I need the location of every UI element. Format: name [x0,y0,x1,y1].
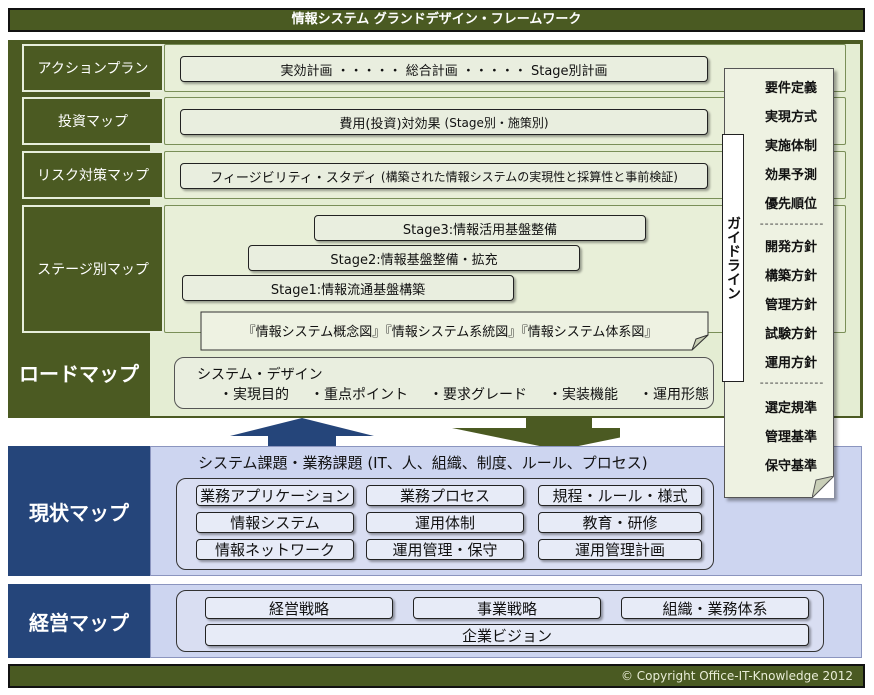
action-plan-content: 実効計画 ・・・・・ 総合計画 ・・・・・ Stage別計画 [180,56,708,82]
management-cell: 組織・業務体系 [621,597,809,619]
investment-map-label: 投資マップ [22,97,164,145]
risk-sub: (構築された情報システムの実現性と採算性と事前検証) [380,169,678,184]
concept-note-text: 『情報システム概念図』『情報システム系統図』『情報システム体系図』 [242,324,658,340]
current-map-heading: システム課題・業務課題 (IT、人、組織、制度、ルール、プロセス) [198,454,648,472]
guideline-item: 構築方針 [764,269,817,284]
guideline-item: 保守基準 [764,459,817,474]
guideline-item: 管理方針 [764,298,817,313]
current-cell: 業務プロセス [366,485,524,506]
concept-note-shape [200,311,709,351]
guideline-item: 優先順位 [764,197,817,212]
guideline-label: ガイドライン [722,134,744,382]
current-cell: 業務アプリケーション [196,485,354,506]
current-cell: 運用管理・保守 [366,539,524,560]
management-cell: 経営戦略 [205,597,393,619]
risk-map-content: フィージビリティ・スタディ (構築された情報システムの実現性と採算性と事前検証) [180,163,708,189]
investment-map-content: 費用(投資)対効果 (Stage別・施策別) [180,109,708,135]
scroll-fold-icon [812,476,834,498]
guideline-separator: ------------- [759,217,825,230]
system-design-items: ・実現目的 ・重点ポイント ・要求グレード ・実装機能 ・運用形態 [219,384,709,404]
roadmap-label: ロードマップ [19,361,139,386]
system-design-item: ・要求グレード [429,387,527,403]
system-design-box: システム・デザイン ・実現目的 ・重点ポイント ・要求グレード ・実装機能 ・運… [174,357,714,409]
investment-main: 費用(投資)対効果 [339,116,441,132]
up-arrow-icon [230,418,374,450]
current-cell: 運用体制 [366,512,524,533]
current-map-label-panel [8,446,150,576]
guideline-item: 実施体制 [764,139,817,154]
guideline-item: 選定規準 [764,401,817,416]
system-design-item: ・重点ポイント [310,387,408,403]
guideline-item: 開発方針 [764,240,817,255]
guideline-item: 実現方式 [764,110,817,125]
current-map-label: 現状マップ [29,500,129,525]
flow-arrows [230,418,620,450]
management-cell-vision: 企業ビジョン [205,624,809,646]
stage-map-label: ステージ別マップ [22,205,164,333]
management-cell: 事業戦略 [413,597,601,619]
diagram-title: 情報システム グランドデザイン・フレームワーク [8,8,865,32]
stage2-box: Stage2:情報基盤整備・拡充 [248,245,580,271]
concept-note: 『情報システム概念図』『情報システム系統図』『情報システム体系図』 [200,311,710,351]
current-cell: 規程・ルール・様式 [538,485,702,506]
guideline-item: 効果予測 [764,168,817,183]
system-design-item: ・実現目的 [219,387,289,403]
system-design-heading: システム・デザイン [197,367,323,383]
guideline-item: 管理基準 [764,430,817,445]
current-cell: 運用管理計画 [538,539,702,560]
guideline-item: 運用方針 [764,356,817,371]
risk-main: フィージビリティ・スタディ [210,170,377,186]
system-design-item: ・実装機能 [548,387,618,403]
guideline-item: 試験方針 [764,327,817,342]
stage3-box: Stage3:情報活用基盤整備 [314,215,646,241]
current-cell: 情報ネットワーク [196,539,354,560]
guideline-separator: ------------- [759,376,825,389]
management-map-label-panel [8,584,150,658]
action-plan-label: アクションプラン [22,44,164,92]
management-map-label: 経営マップ [29,610,129,635]
stage1-box: Stage1:情報流通基盤構築 [182,275,514,301]
risk-map-label: リスク対策マップ [22,151,164,199]
investment-sub: (Stage別・施策別) [444,115,549,130]
system-design-item: ・運用形態 [639,387,709,403]
copyright-footer: © Copyright Office-IT-Knowledge 2012 [8,664,865,688]
down-arrow-icon [452,418,620,450]
current-cell: 教育・研修 [538,512,702,533]
current-cell: 情報システム [196,512,354,533]
guideline-item: 要件定義 [764,81,817,96]
